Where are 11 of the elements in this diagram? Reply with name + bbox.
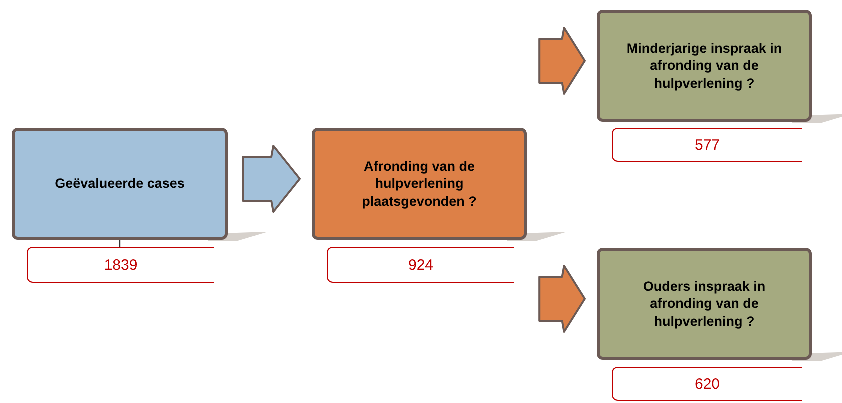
count-tab: 1839 <box>27 247 214 283</box>
process-box: Afronding van de hulpverlening plaatsgevonden ? <box>312 128 527 240</box>
block-arrow <box>538 265 586 333</box>
block-arrow <box>538 27 586 95</box>
process-box: Geëvalueerde cases <box>12 128 228 240</box>
process-box: Minderjarige inspraak in afronding van de hulpverlening ? <box>597 10 812 122</box>
count-tab: 620 <box>612 367 802 401</box>
block-arrow <box>242 145 301 213</box>
count-tab: 924 <box>327 247 514 283</box>
count-tab: 577 <box>612 128 802 162</box>
process-box: Ouders inspraak in afronding van de hulpverlening ? <box>597 248 812 360</box>
